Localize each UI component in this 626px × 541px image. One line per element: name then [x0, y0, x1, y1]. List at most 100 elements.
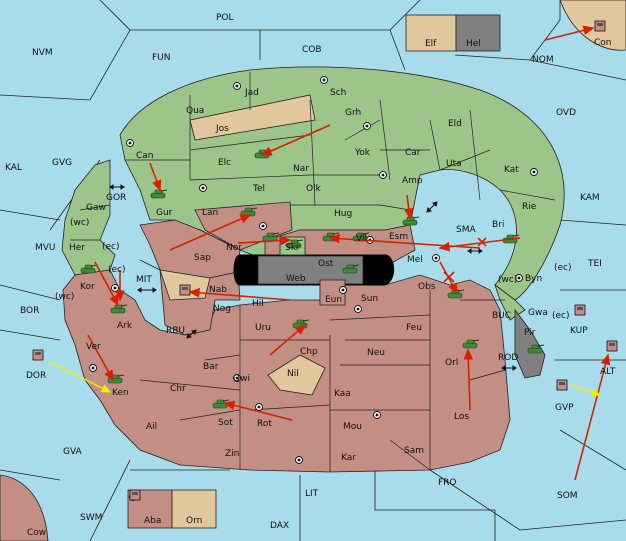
sea-label: DAX [270, 521, 289, 531]
land-label: Chr [170, 384, 186, 394]
land-label: Mel [407, 255, 423, 265]
coast-label: (ec) [102, 242, 120, 252]
sea-labels: POL FUN COB NVM NOM OVD KAL GVG KAM TEI … [5, 13, 602, 531]
land-label: Qua [186, 106, 204, 116]
sea-label: TEI [587, 259, 602, 269]
coast-label: (wc) [70, 218, 89, 228]
land-label: Amp [402, 176, 423, 186]
land-label: Elf [425, 39, 437, 49]
land-label: Jad [244, 88, 259, 98]
land-label: Byn [525, 274, 542, 284]
land-label: KUP [570, 326, 588, 336]
land-label: Nab [209, 285, 227, 295]
land-label: Uru [255, 323, 271, 333]
land-label: Orn [186, 516, 202, 526]
land-label: Eun [325, 295, 342, 305]
land-label: Mou [343, 422, 362, 432]
sea-label: OVD [556, 108, 576, 118]
sea-label: BUC [492, 311, 511, 321]
land-label: Hil [252, 299, 264, 309]
land-label: Nor [226, 243, 242, 253]
land-label: Gur [156, 208, 173, 218]
land-label: Skr [285, 243, 300, 253]
land-label: Yok [354, 148, 371, 158]
land-label: Ver [86, 342, 101, 352]
land-label: Feu [406, 323, 422, 333]
land-label: Her [69, 243, 85, 253]
land-labels: Jad Sch Qua Jos Grh Eld Can Elc Yok Car … [26, 38, 616, 538]
coast-label: (wc) [55, 292, 74, 302]
land-label: Chp [300, 347, 318, 357]
land-label: Vil [356, 234, 367, 244]
land-label: Rie [522, 202, 537, 212]
land-label: Ark [117, 321, 133, 331]
land-label: Hel [466, 39, 481, 49]
coast-label: (ec) [554, 263, 572, 273]
land-label: Esm [389, 232, 408, 242]
sea-label: MIT [136, 275, 152, 285]
land-label: Ost [318, 259, 334, 269]
canal-arrows [109, 184, 517, 371]
land-label: Bar [203, 362, 219, 372]
land-label: Hug [334, 209, 352, 219]
land-label: Kaa [334, 389, 351, 399]
sea-label: NVM [32, 48, 53, 58]
territory-borders [70, 72, 556, 472]
land-label: DOR [26, 371, 46, 381]
land-label: Tel [252, 184, 265, 194]
orders [49, 25, 611, 481]
land-label: Kar [341, 453, 356, 463]
land-label: Web [286, 274, 306, 284]
land-label: Sot [218, 418, 233, 428]
sea-label: SWM [80, 513, 102, 523]
sea-label: NOM [532, 55, 554, 65]
land-label: Kat [504, 165, 519, 175]
land-label: Lan [202, 208, 218, 218]
sea-label: GOR [106, 193, 126, 203]
sea-label: SMA [456, 225, 476, 235]
land-label: GVP [555, 403, 574, 413]
land-label: Qwi [233, 374, 250, 384]
sea-label: MVU [35, 243, 56, 253]
sea-label: KAL [5, 163, 22, 173]
land-label: Sun [361, 294, 378, 304]
land-label: Cow [27, 528, 46, 538]
land-label: Neu [367, 348, 385, 358]
land-label: Elc [218, 158, 231, 168]
land-label: Eld [448, 119, 462, 129]
sea-label: LIT [305, 489, 319, 499]
sea-label: RBU [166, 326, 185, 336]
sea-label: COB [302, 45, 322, 55]
land-label: Los [454, 412, 469, 422]
land-label: Bri [492, 220, 504, 230]
sea-label: KAM [580, 193, 600, 203]
land-label: Nar [293, 164, 309, 174]
jos-region [189, 94, 316, 141]
land-label: Aba [144, 516, 161, 526]
land-label: Gwa [528, 308, 548, 318]
land-label: Kor [80, 282, 95, 292]
land-label: Con [594, 38, 612, 48]
land-label: Sch [330, 88, 346, 98]
land-label: Obs [418, 282, 436, 292]
land-label: Ken [112, 388, 129, 398]
land-label: Rot [257, 419, 272, 429]
sea-label: GVA [63, 447, 83, 457]
land-label: ALT [600, 367, 616, 377]
land-label: Sam [404, 446, 424, 456]
land-label: Uta [446, 159, 462, 169]
sea-label: GVG [52, 158, 72, 168]
land-label: Can [136, 151, 154, 161]
supply-centers [89, 40, 538, 464]
land-label: Ail [146, 422, 157, 432]
nil-neutral [267, 354, 326, 396]
land-label: Gaw [86, 203, 106, 213]
sea-label: SOM [557, 491, 578, 501]
land-label: Jos [215, 124, 229, 134]
land-label: Nog [213, 304, 231, 314]
sea-label: POL [216, 13, 234, 23]
sea-label: FUN [152, 53, 171, 63]
